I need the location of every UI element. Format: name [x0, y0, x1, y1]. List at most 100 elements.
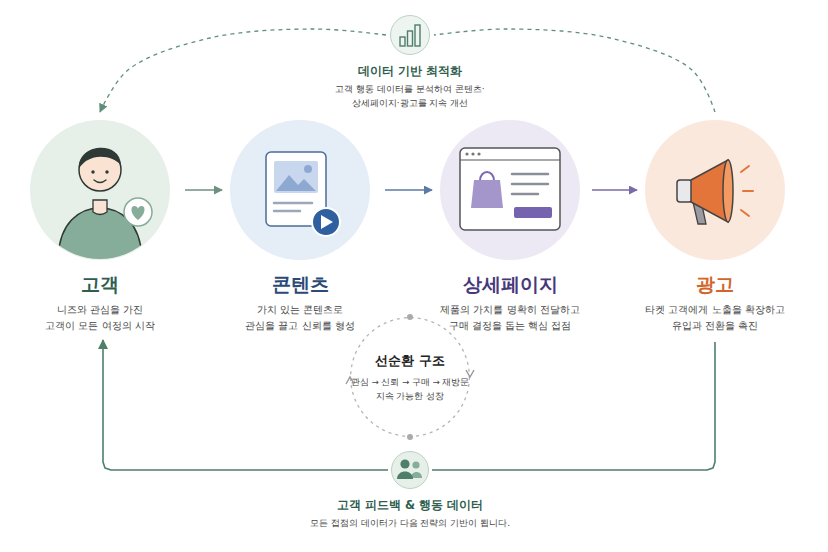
- person-illustration: [93, 200, 107, 215]
- circle-shape: [392, 452, 429, 489]
- feedback-loop: [432, 342, 715, 470]
- flow-arrow: [385, 189, 432, 191]
- webpage-icon: [460, 148, 560, 230]
- circle-shape: [390, 15, 430, 55]
- node-body: 고객 행동 데이터를 분석하여 콘텐츠·상세페이지·광고를 지속 개선: [335, 82, 485, 110]
- feedback-node: 고객 피드백 & 행동 데이터모든 접점의 데이터가 다음 전략의 기반이 됩니…: [270, 451, 550, 530]
- node-body: 모든 접점의 데이터가 다음 전략의 기반이 됩니다.: [270, 516, 550, 530]
- webpage-icon: [480, 172, 494, 181]
- ad-step: 광고타켓 고객에게 노출을 확장하고 유입과 전환을 촉진: [640, 120, 790, 334]
- node-title: 콘텐츠: [225, 272, 375, 296]
- webpage-icon: [512, 183, 548, 186]
- webpage-icon: [471, 180, 503, 208]
- people-icon: [411, 472, 422, 478]
- cycle-marks: [407, 314, 413, 320]
- person-illustration: [58, 208, 142, 262]
- megaphone-icon: [677, 180, 692, 202]
- circle-outline: [230, 120, 370, 260]
- node-title: 상세페이지: [435, 272, 585, 296]
- webpage-icon: [460, 159, 560, 160]
- cycle-circle: 선순환 구조관심 → 신뢰 → 구매 → 재방문 지속 가능한 성장: [350, 317, 470, 437]
- webpage-icon: [512, 193, 538, 196]
- circle-shape: [440, 120, 580, 260]
- person-illustration: [94, 180, 106, 183]
- cycle-marks: [346, 377, 354, 384]
- content-icon: [321, 215, 333, 229]
- cycle-marks: [346, 314, 474, 440]
- optimization-loop: [100, 29, 386, 112]
- circle-outline: [30, 120, 170, 260]
- people-icon: [412, 461, 419, 468]
- content-icon: [266, 152, 326, 226]
- chart-icon: [408, 31, 413, 46]
- node-body: 가치 있는 콘텐츠로 관심을 끌고 신뢰를 형성: [243, 302, 358, 334]
- optimization-node: 데이터 기반 최적화고객 행동 데이터를 분석하여 콘텐츠·상세페이지·광고를 …: [325, 15, 495, 110]
- person-illustration: [91, 170, 94, 173]
- webpage-icon: [460, 148, 560, 230]
- megaphone-icon: [743, 190, 753, 192]
- person-illustration: [79, 148, 121, 168]
- circle-shape: [391, 16, 430, 55]
- webpage-icon: [471, 152, 474, 155]
- node-body: 제품의 가치를 명확히 전달하고 구매 결정을 돕는 핵심 접점: [435, 302, 585, 334]
- content-icon: [274, 210, 300, 213]
- webpage-icon: [514, 207, 552, 218]
- feedback-loop: [103, 340, 388, 470]
- node-body: 니즈와 관심을 가진 고객이 모든 여정의 시작: [43, 302, 158, 334]
- node-title: 고객 피드백 & 행동 데이터: [270, 497, 550, 513]
- circle-shape: [440, 120, 580, 260]
- megaphone-icon: [723, 160, 733, 222]
- chart-icon: [400, 25, 420, 46]
- person-illustration: [105, 170, 108, 173]
- chart-icon: [415, 25, 420, 46]
- node-title: 광고: [640, 272, 790, 296]
- person-illustration: [79, 149, 121, 191]
- circle-shape: [30, 120, 170, 260]
- flow-arrow: [592, 189, 637, 191]
- node-title: 선순환 구조: [350, 352, 470, 370]
- node-title: 고객: [25, 272, 175, 296]
- heart-badge: [131, 206, 144, 220]
- content-step: 콘텐츠가치 있는 콘텐츠로 관심을 끌고 신뢰를 형성: [225, 120, 375, 334]
- megaphone-icon: [741, 166, 749, 172]
- webpage-icon: [465, 152, 468, 155]
- optimization-loop: [434, 29, 715, 112]
- content-icon: [266, 152, 340, 236]
- heart-badge: [124, 198, 152, 226]
- webpage-icon: [512, 173, 548, 176]
- people-icon: [397, 472, 413, 480]
- cycle-marks: [407, 434, 413, 440]
- circle-shape: [645, 120, 785, 260]
- circle-outline: [390, 15, 430, 55]
- people-icon: [400, 459, 409, 468]
- heart-badge: [124, 198, 152, 226]
- circle-shape: [30, 120, 170, 260]
- detail-page-step: 상세페이지제품의 가치를 명확히 전달하고 구매 결정을 돕는 핵심 접점: [435, 120, 585, 334]
- people-icon: [397, 459, 422, 479]
- megaphone-icon: [693, 202, 706, 224]
- circle-shape: [645, 120, 785, 260]
- circle-outline: [391, 451, 429, 489]
- circle-shape: [391, 451, 429, 489]
- megaphone-icon: [691, 160, 728, 222]
- circle-shape: [230, 120, 370, 260]
- flow-arrow: [185, 189, 222, 191]
- circle-outline: [645, 120, 785, 260]
- circle-outline: [440, 120, 580, 260]
- megaphone-icon: [677, 160, 753, 224]
- person-illustration: [58, 148, 142, 262]
- node-body: 관심 → 신뢰 → 구매 → 재방문 지속 가능한 성장: [348, 375, 472, 403]
- content-icon: [312, 208, 340, 236]
- node-body: 타켓 고객에게 노출을 확장하고 유입과 전환을 촉진: [640, 302, 790, 334]
- customer-step: 고객니즈와 관심을 가진 고객이 모든 여정의 시작: [25, 120, 175, 334]
- chart-icon: [400, 37, 405, 46]
- node-title: 데이터 기반 최적화: [325, 63, 495, 79]
- content-icon: [276, 175, 316, 191]
- content-icon: [304, 165, 312, 173]
- content-icon: [274, 202, 312, 205]
- cycle-marks: [466, 370, 474, 377]
- webpage-icon: [477, 152, 480, 155]
